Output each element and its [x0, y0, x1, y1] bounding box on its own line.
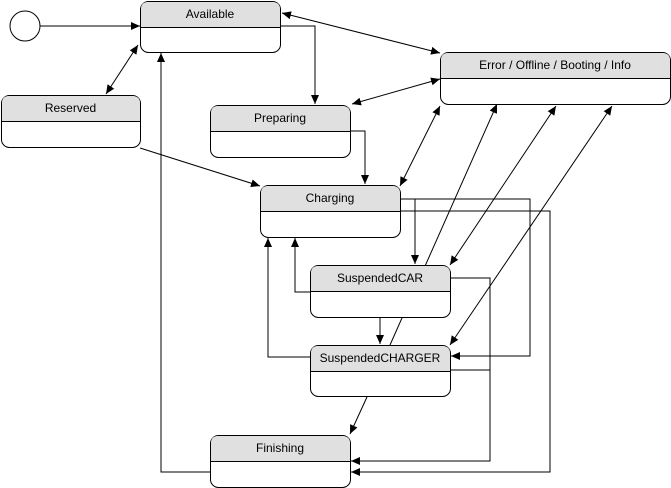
transition-preparing-charging — [350, 130, 369, 184]
state-label: Error / Offline / Booting / Info — [479, 58, 631, 72]
state-label: SuspendedCAR — [337, 271, 423, 285]
transition-error-charging — [399, 105, 441, 187]
transition-suspendedcharger-error — [449, 105, 613, 346]
transition-reserved-charging — [139, 147, 261, 188]
state-header — [261, 186, 400, 211]
state-finishing: Finishing — [210, 435, 351, 488]
state-label: Charging — [306, 191, 355, 205]
transition-available-reserved — [105, 44, 139, 95]
state-available: Available — [140, 1, 281, 53]
initial-state-node — [9, 10, 41, 42]
state-header — [211, 106, 350, 131]
state-header — [441, 53, 670, 78]
state-header — [2, 96, 140, 121]
state-suspended-charger: SuspendedCHARGER — [310, 345, 451, 397]
transition-suspendedcar-charging — [291, 238, 310, 293]
transition-available-error — [281, 11, 441, 55]
state-header — [211, 436, 350, 461]
state-label: Available — [186, 7, 235, 21]
transition-error-preparing — [351, 77, 441, 106]
transition-charging-finishing — [351, 210, 551, 476]
transition-suspendedcharger-finishing — [349, 396, 368, 435]
transitions-layer — [40, 11, 613, 476]
state-label: Finishing — [256, 441, 304, 455]
state-header — [311, 346, 450, 371]
transition-finishing-available — [157, 53, 210, 473]
state-preparing: Preparing — [210, 105, 351, 158]
state-suspended-car: SuspendedCAR — [310, 265, 451, 318]
state-label: Preparing — [254, 111, 306, 125]
transition-suspendedcar-error — [449, 105, 557, 266]
transition-suspendedcharger-charging — [264, 238, 310, 358]
state-header — [311, 266, 450, 291]
state-header — [141, 2, 280, 27]
transition-available-preparing — [280, 25, 319, 104]
state-error: Error / Offline / Booting / Info — [440, 52, 671, 105]
state-reserved: Reserved — [1, 95, 141, 148]
state-label: SuspendedCHARGER — [320, 351, 441, 365]
state-label: Reserved — [45, 101, 96, 115]
state-charging: Charging — [260, 185, 401, 238]
